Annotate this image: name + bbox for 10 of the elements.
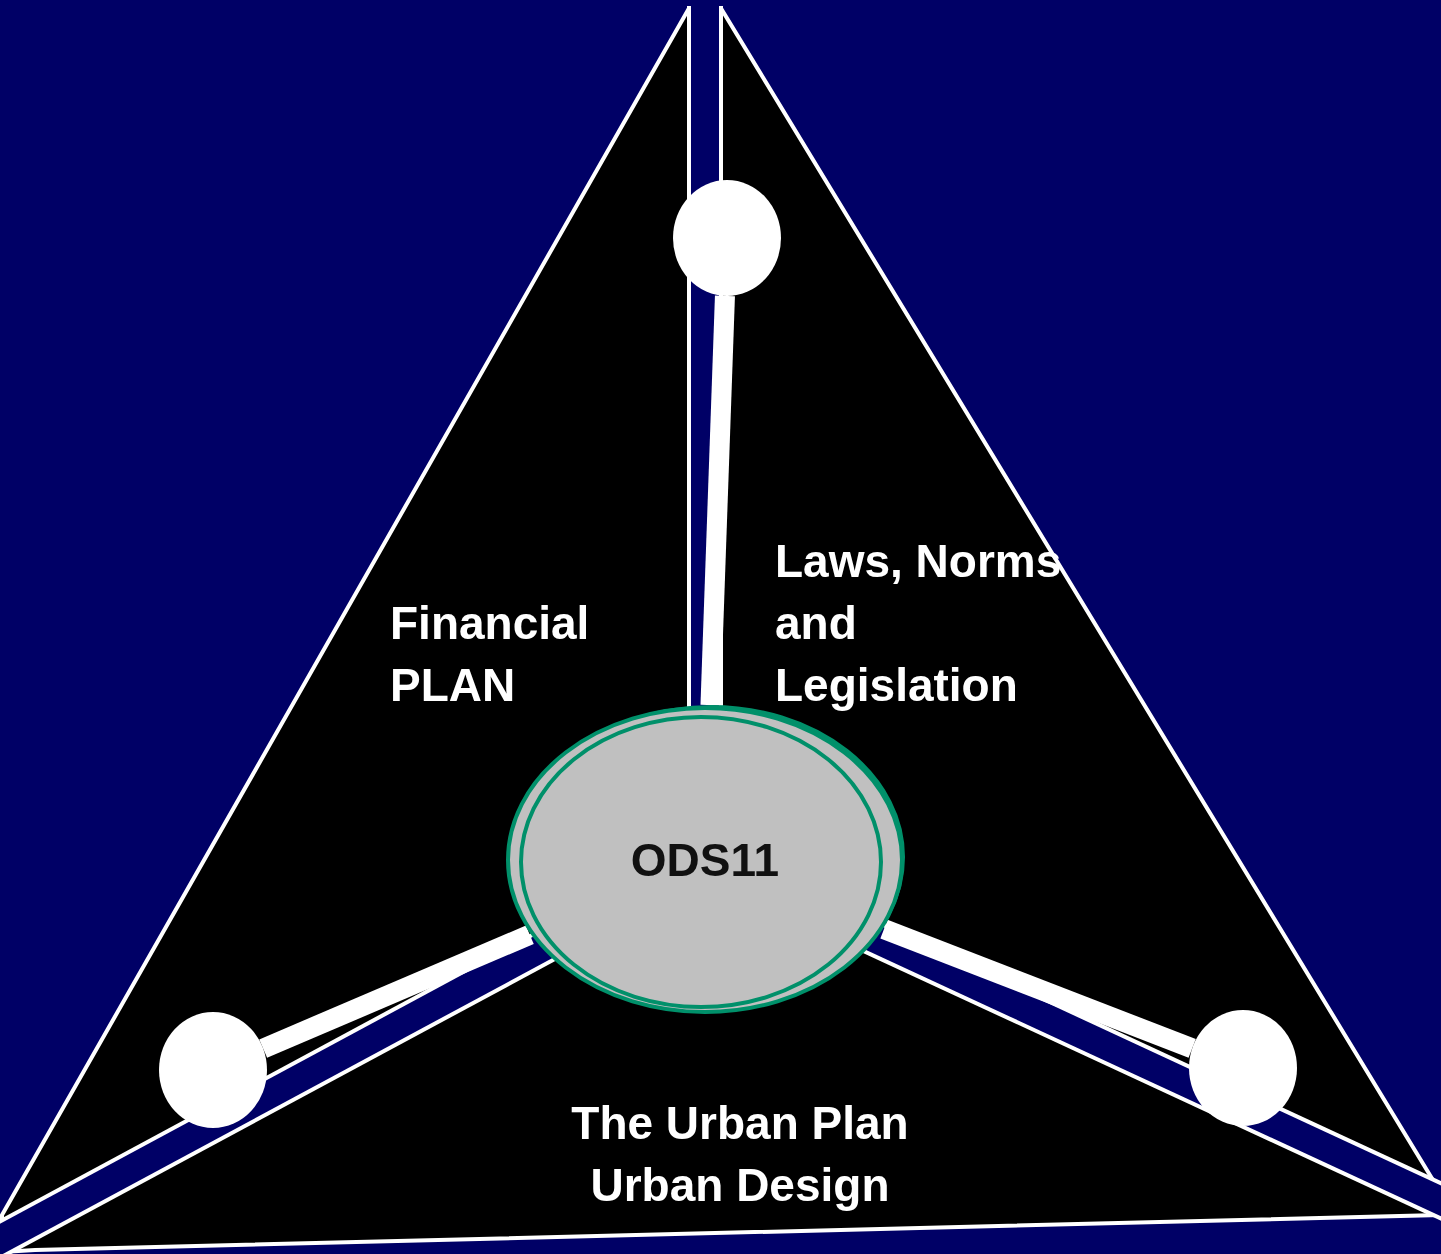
node-circle	[673, 180, 781, 296]
connector-spoke	[259, 925, 534, 1058]
node-circle	[1189, 1010, 1297, 1126]
segment-label: Financial PLAN	[390, 596, 591, 713]
connector-spoke	[880, 919, 1196, 1058]
segment-label: The Urban Plan Urban Design	[570, 1096, 910, 1213]
center-label: ODS11	[629, 833, 781, 887]
segment-label: Laws, Norms and Legislation	[775, 534, 1063, 713]
node-circle	[159, 1012, 267, 1128]
connector-spoke	[700, 295, 735, 706]
